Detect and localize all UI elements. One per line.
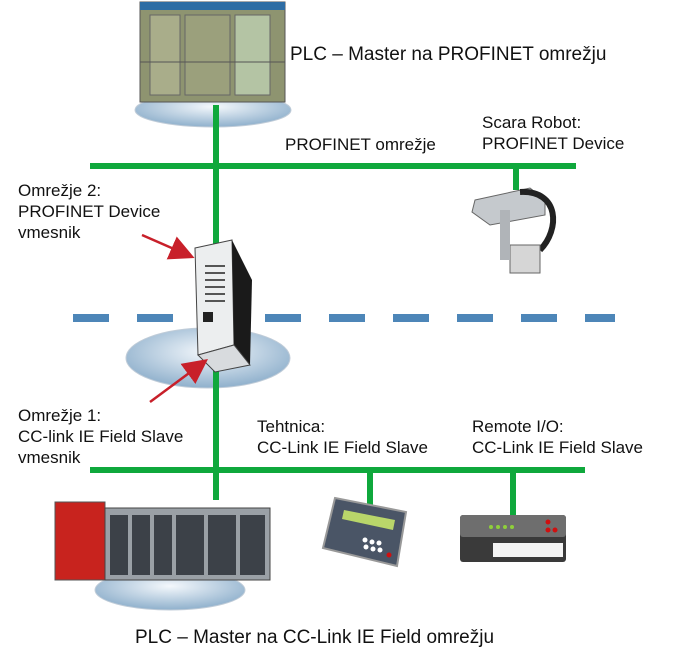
network2-label-line: vmesnik <box>18 223 81 242</box>
plc-profinet-image <box>139 1 286 103</box>
network1-label-line: CC-link IE Field Slave <box>18 427 184 446</box>
profinet-network-label: PROFINET omrežje <box>285 135 436 154</box>
scale-label-line: CC-Link IE Field Slave <box>257 438 429 457</box>
network2-label-line: PROFINET Device <box>18 202 161 221</box>
arrow-to-profinet-interface <box>141 233 195 260</box>
scale-label: Tehtnica: CC-Link IE Field Slave <box>257 416 428 458</box>
arrow-to-cclink-interface <box>149 359 209 404</box>
scara-label-line: Scara Robot: <box>482 113 582 132</box>
gateway-device-image <box>194 239 252 373</box>
remote-io-label-line: CC-Link IE Field Slave <box>472 438 644 457</box>
weighing-scale-image <box>321 496 408 568</box>
scara-robot-image <box>471 187 556 274</box>
scara-label-line: PROFINET Device <box>482 134 625 153</box>
scale-label-line: Tehtnica: <box>257 417 326 436</box>
plc-profinet-label: PLC – Master na PROFINET omrežju <box>290 44 607 65</box>
remote-io-label-line: Remote I/O: <box>472 417 564 436</box>
plc-cclink-label: PLC – Master na CC-Link IE Field omrežju <box>135 627 495 648</box>
network2-label-line: Omrežje 2: <box>18 181 102 200</box>
remote-io-label: Remote I/O: CC-Link IE Field Slave <box>472 416 643 458</box>
remote-io-image <box>460 515 566 562</box>
network1-label-line: Omrežje 1: <box>18 406 102 425</box>
plc-cclink-image <box>54 501 271 581</box>
network2-label: Omrežje 2: PROFINET Device vmesnik <box>18 180 160 243</box>
network1-label-line: vmesnik <box>18 448 81 467</box>
scara-robot-label: Scara Robot: PROFINET Device <box>482 112 624 154</box>
network-lines <box>90 105 585 515</box>
network1-label: Omrežje 1: CC-link IE Field Slave vmesni… <box>18 405 183 468</box>
